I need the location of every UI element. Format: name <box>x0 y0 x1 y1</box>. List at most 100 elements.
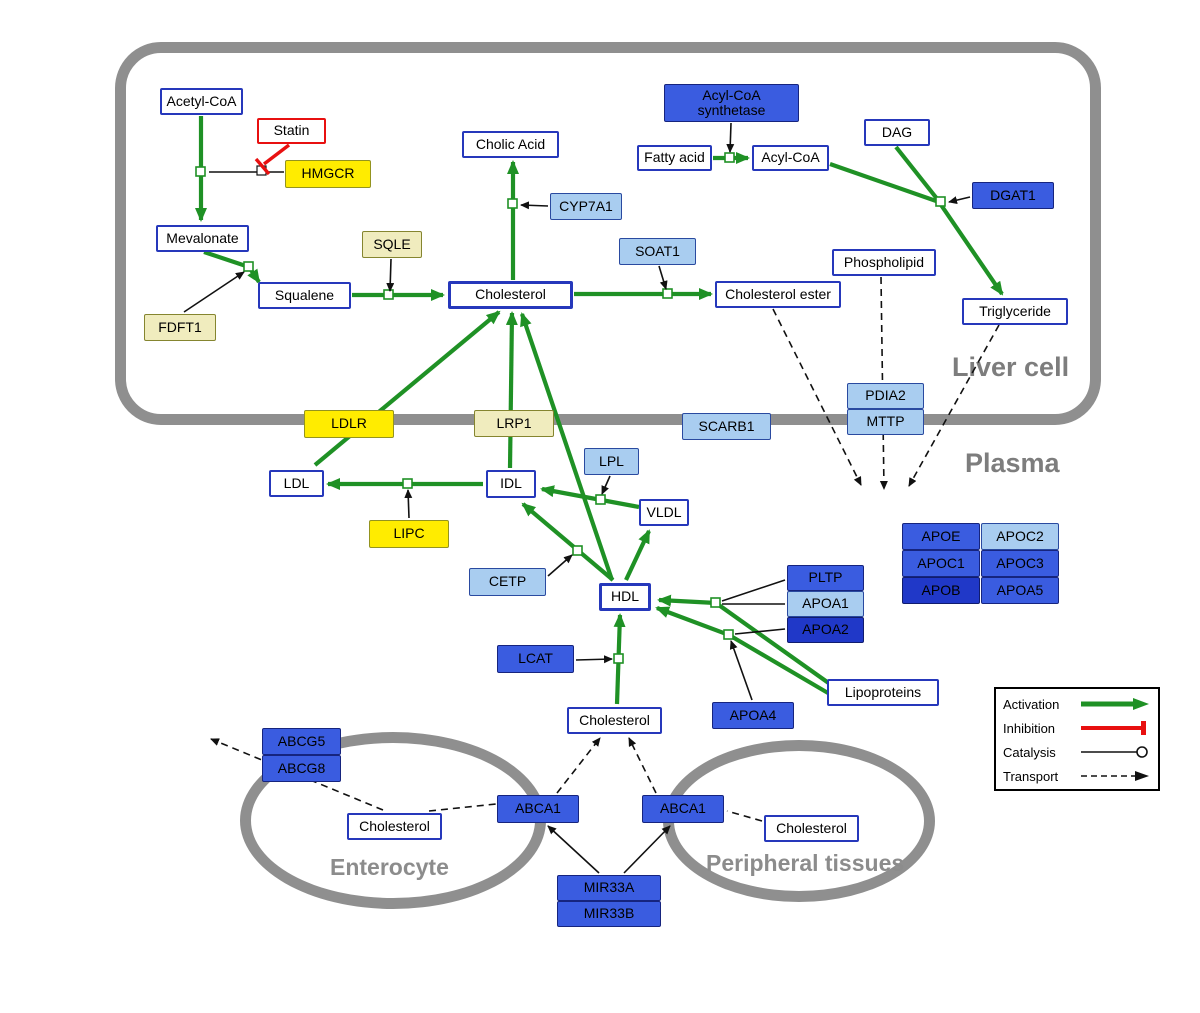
node-triglyceride[interactable]: Triglyceride <box>962 298 1068 325</box>
node-acyl-coa-synthetase[interactable]: Acyl-CoA synthetase <box>664 84 799 122</box>
edge-dag-reaction <box>894 145 940 202</box>
node-soat1[interactable]: SOAT1 <box>619 238 696 265</box>
node-mir33b[interactable]: MIR33B <box>557 901 661 927</box>
edge-apoa2-connector <box>734 628 786 635</box>
node-abcg8[interactable]: ABCG8 <box>262 755 341 782</box>
legend-inhibition-label: Inhibition <box>1003 720 1056 736</box>
node-pdia2[interactable]: PDIA2 <box>847 383 924 409</box>
edge-hdl-cholesterol <box>520 312 614 581</box>
reaction-node <box>383 289 394 300</box>
node-cholesterol-liver[interactable]: Cholesterol <box>448 281 573 309</box>
node-abca1-enterocyte[interactable]: ABCA1 <box>497 795 579 823</box>
node-vldl[interactable]: VLDL <box>639 499 689 526</box>
node-lrp1[interactable]: LRP1 <box>474 410 554 437</box>
reaction-node <box>195 166 206 177</box>
node-fatty-acid[interactable]: Fatty acid <box>637 145 712 171</box>
node-mir33a[interactable]: MIR33A <box>557 875 661 901</box>
edge-sqle-catalysis <box>386 258 395 292</box>
node-ldlr[interactable]: LDLR <box>304 410 394 438</box>
edge-mir33-abca1-right <box>623 825 671 874</box>
node-mttp[interactable]: MTTP <box>847 409 924 435</box>
legend-catalysis-label: Catalysis <box>1003 744 1056 760</box>
node-lpl[interactable]: LPL <box>584 448 639 475</box>
node-acyl-coa[interactable]: Acyl-CoA <box>752 145 829 171</box>
reaction-node <box>724 152 735 163</box>
node-statin[interactable]: Statin <box>257 118 326 144</box>
edge-cetp-catalysis <box>547 554 573 577</box>
node-apoe[interactable]: APOE <box>902 523 980 550</box>
edge-idl-lrp1-cholesterol <box>505 311 518 469</box>
node-apob[interactable]: APOB <box>902 577 980 604</box>
node-phospholipid[interactable]: Phospholipid <box>832 249 936 276</box>
node-apoa2[interactable]: APOA2 <box>787 617 864 643</box>
peripheral-tissues-label: Peripheral tissues <box>706 850 905 876</box>
node-dgat1[interactable]: DGAT1 <box>972 182 1054 209</box>
edge-acylcoa-synthetase-catalysis <box>726 122 735 153</box>
reaction-node <box>935 196 946 207</box>
node-scarb1[interactable]: SCARB1 <box>682 413 771 440</box>
edge-mir33-abca1-left <box>547 825 600 874</box>
node-squalene[interactable]: Squalene <box>258 282 351 309</box>
node-apoc1[interactable]: APOC1 <box>902 550 980 577</box>
node-cetp[interactable]: CETP <box>469 568 546 596</box>
legend-row-inhibition: Inhibition <box>996 716 1158 740</box>
node-fdft1[interactable]: FDFT1 <box>144 314 216 341</box>
liver-cell-label: Liver cell <box>952 352 1070 382</box>
reaction-node <box>507 198 518 209</box>
edge-lipc-catalysis <box>404 489 413 519</box>
legend-row-catalysis: Catalysis <box>996 740 1158 764</box>
node-apoa1[interactable]: APOA1 <box>787 591 864 617</box>
edge-dgat1-catalysis <box>948 196 971 205</box>
reaction-node <box>595 494 606 505</box>
node-dag[interactable]: DAG <box>864 119 930 146</box>
edge-cholesterol-to-abca1-right <box>726 810 763 822</box>
legend: Activation Inhibition Catalysis Transpor… <box>994 687 1160 791</box>
reaction-node <box>572 545 583 556</box>
legend-row-transport: Transport <box>996 764 1158 788</box>
node-cholesterol-peripheral[interactable]: Cholesterol <box>764 815 859 842</box>
node-acetyl-coa[interactable]: Acetyl-CoA <box>160 88 243 115</box>
legend-row-activation: Activation <box>996 692 1158 716</box>
inhibition-bar-icon <box>1081 721 1146 735</box>
enterocyte-label: Enterocyte <box>330 854 449 880</box>
node-sqle[interactable]: SQLE <box>362 231 422 258</box>
edge-vldl-idl <box>540 485 640 510</box>
node-hdl[interactable]: HDL <box>599 583 651 611</box>
node-cyp7a1[interactable]: CYP7A1 <box>550 193 622 220</box>
node-apoc3[interactable]: APOC3 <box>981 550 1059 577</box>
node-hmgcr[interactable]: HMGCR <box>285 160 371 188</box>
edge-ldl-ldlr-cholesterol <box>313 310 501 467</box>
plasma-label: Plasma <box>965 448 1060 478</box>
node-lipoproteins[interactable]: Lipoproteins <box>827 679 939 706</box>
edge-pltp-connector <box>721 579 786 602</box>
edge-abca1-left-to-plasma-cholesterol <box>556 737 601 794</box>
node-apoc2[interactable]: APOC2 <box>981 523 1059 550</box>
node-cholesterol-ester[interactable]: Cholesterol ester <box>715 281 841 308</box>
node-mevalonate[interactable]: Mevalonate <box>156 225 249 252</box>
node-lipc[interactable]: LIPC <box>369 520 449 548</box>
node-apoa4[interactable]: APOA4 <box>712 702 794 729</box>
edge-hdl-vldl <box>624 529 651 581</box>
reaction-nodes <box>195 152 946 664</box>
reaction-node <box>710 597 721 608</box>
node-apoa5[interactable]: APOA5 <box>981 577 1059 604</box>
node-lcat[interactable]: LCAT <box>497 645 574 673</box>
transport-arrow-icon <box>1081 771 1149 781</box>
edge-lpl-catalysis <box>601 475 611 495</box>
legend-transport-label: Transport <box>1003 768 1059 784</box>
edge-triglyceride-transport <box>908 324 1000 487</box>
node-pltp[interactable]: PLTP <box>787 565 864 591</box>
node-cholesterol-enterocyte[interactable]: Cholesterol <box>347 813 442 840</box>
node-ldl[interactable]: LDL <box>269 470 324 497</box>
node-idl[interactable]: IDL <box>486 470 536 498</box>
node-cholic-acid[interactable]: Cholic Acid <box>462 131 559 158</box>
edge-statin-inhibition-bar <box>254 157 271 176</box>
node-cholesterol-plasma[interactable]: Cholesterol <box>567 707 662 734</box>
reaction-node <box>662 288 673 299</box>
node-abcg5[interactable]: ABCG5 <box>262 728 341 755</box>
liver-cell-membrane <box>115 42 1101 425</box>
node-abca1-peripheral[interactable]: ABCA1 <box>642 795 724 823</box>
edge-apoa4-connector <box>729 640 753 701</box>
